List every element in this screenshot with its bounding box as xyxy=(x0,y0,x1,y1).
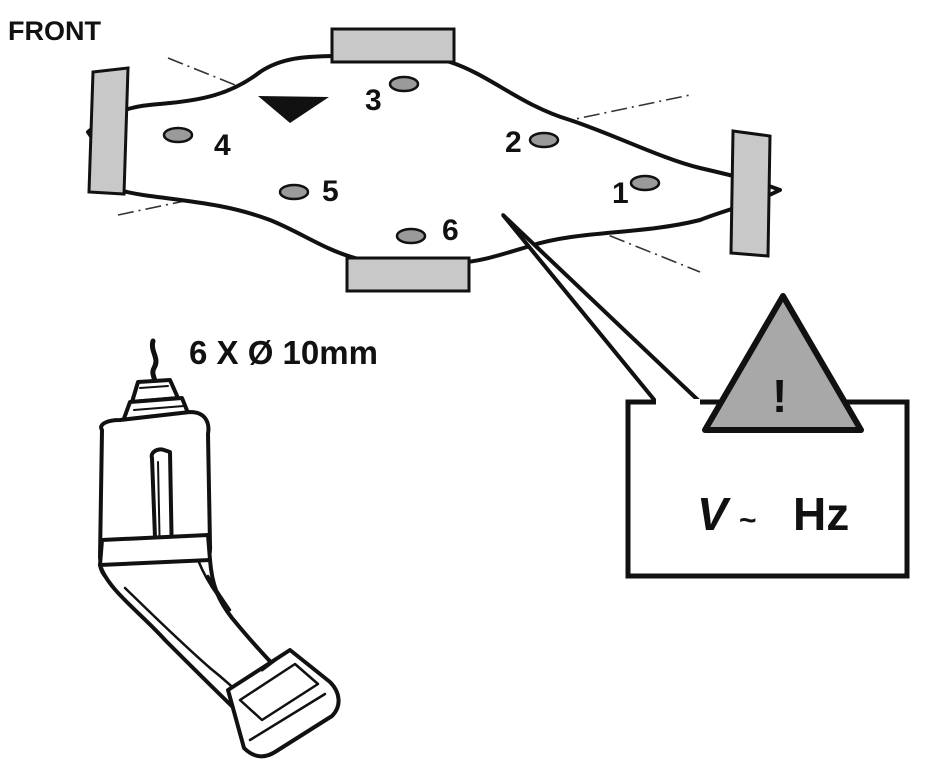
warning-triangle-icon: ! xyxy=(702,293,864,433)
warning-callout-pointer xyxy=(501,213,702,404)
pad-front xyxy=(87,66,130,196)
hole-2 xyxy=(528,131,560,149)
pad-rear xyxy=(729,129,772,258)
tilde-label: ~ xyxy=(739,504,757,537)
base-outline xyxy=(86,51,782,267)
hole-label-6: 6 xyxy=(442,214,459,247)
hole-label-2: 2 xyxy=(505,126,522,159)
pad-top xyxy=(330,27,456,64)
drill-icon xyxy=(98,338,341,759)
voltage-label: V xyxy=(697,488,731,540)
power-rating: V ~ Hz xyxy=(697,488,849,540)
hole-6 xyxy=(395,227,427,245)
hole-label-4: 4 xyxy=(214,129,231,162)
front-heading: FRONT xyxy=(8,16,101,46)
mounting-holes xyxy=(162,75,661,245)
hole-5 xyxy=(278,183,310,201)
hole-labels: 1 2 3 4 5 6 xyxy=(214,84,629,247)
warning-symbol: ! xyxy=(772,370,787,422)
hole-label-1: 1 xyxy=(612,177,629,210)
hole-label-5: 5 xyxy=(322,175,339,208)
hole-4 xyxy=(162,126,194,144)
hole-3 xyxy=(388,75,420,93)
direction-arrow-icon xyxy=(258,96,329,123)
hole-label-3: 3 xyxy=(365,84,382,117)
frequency-label: Hz xyxy=(793,488,849,540)
hole-1 xyxy=(629,174,661,192)
base-pads xyxy=(87,27,772,293)
pad-bottom xyxy=(345,256,471,293)
drill-spec: 6 X Ø 10mm xyxy=(189,334,378,371)
